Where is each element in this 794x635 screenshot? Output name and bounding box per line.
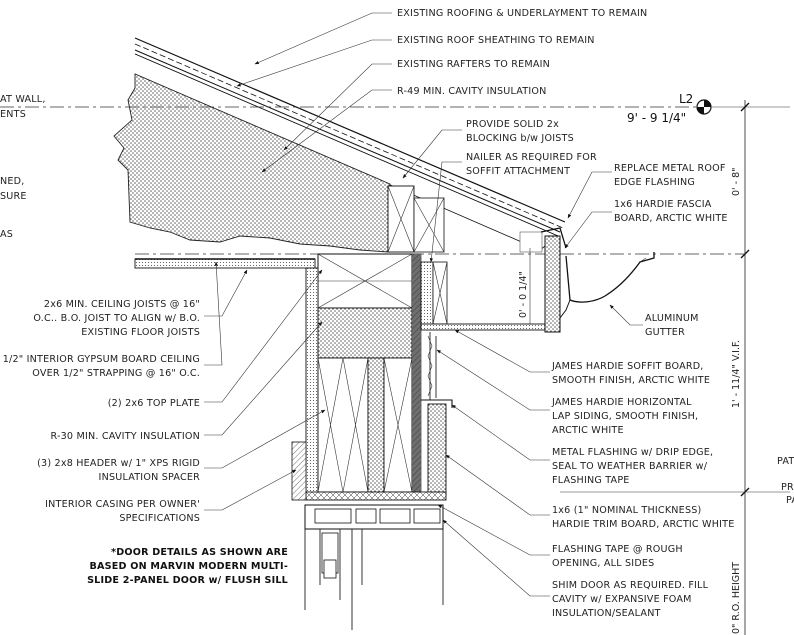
left-edge-label-5: AS	[0, 229, 13, 240]
callout-joists-2: O.C.. B.O. JOIST TO ALIGN w/ B.O.	[33, 313, 200, 324]
callout-fascia-1: 1x6 HARDIE FASCIA	[614, 199, 712, 210]
callout-header-2: INSULATION SPACER	[99, 472, 201, 483]
callout-tape-1: FLASHING TAPE @ ROUGH	[552, 544, 683, 555]
callout-top-plate: (2) 2x6 TOP PLATE	[108, 398, 200, 409]
roof-assembly	[113, 37, 566, 253]
level-tag: L2	[679, 92, 693, 106]
callout-metal-flashing-3: FLASHING TAPE	[552, 475, 630, 486]
callout-flashing-2: EDGE FLASHING	[614, 177, 695, 188]
dim-middle: 1' - 11/4" V.I.F.	[731, 340, 742, 408]
callout-soffit-2: SMOOTH FINISH, ARCTIC WHITE	[552, 375, 710, 386]
callout-metal-flashing-2: SEAL TO WEATHER BARRIER w/	[552, 461, 708, 472]
callout-trim-2: HARDIE TRIM BOARD, ARCTIC WHITE	[552, 519, 735, 530]
callout-blocking-1: PROVIDE SOLID 2x	[466, 119, 559, 130]
right-edge-label-2: PR	[781, 482, 794, 493]
right-edge-label-3: PA	[786, 495, 794, 506]
leader-lines	[204, 12, 643, 597]
callout-rafters: EXISTING RAFTERS TO REMAIN	[397, 59, 550, 70]
left-edge-label-4: SURE	[0, 191, 27, 202]
callout-gypsum-1: 1/2" INTERIOR GYPSUM BOARD CEILING	[3, 354, 200, 365]
callout-siding-3: ARCTIC WHITE	[552, 425, 624, 436]
door-note-3: SLIDE 2-PANEL DOOR w/ FLUSH SILL	[87, 575, 288, 586]
door-head-detail	[304, 504, 444, 630]
dim-bottom: 0" R.O. HEIGHT	[731, 562, 742, 634]
gypsum-ceiling	[134, 258, 316, 269]
wall-header-assembly	[291, 253, 548, 501]
callout-siding-1: JAMES HARDIE HORIZONTAL	[551, 397, 692, 408]
left-edge-label-1: AT WALL,	[0, 94, 46, 105]
callout-shim-2: CAVITY w/ EXPANSIVE FOAM	[552, 594, 692, 605]
callout-siding-2: LAP SIDING, SMOOTH FINISH,	[552, 411, 698, 422]
callout-shim-3: INSULATION/SEALANT	[552, 608, 661, 619]
door-note-1: *DOOR DETAILS AS SHOWN ARE	[111, 547, 288, 558]
level-elevation: 9' - 9 1/4"	[627, 111, 686, 125]
callout-header-1: (3) 2x8 HEADER w/ 1" XPS RIGID	[37, 458, 200, 469]
callout-gutter-2: GUTTER	[645, 327, 685, 338]
callout-r49: R-49 MIN. CAVITY INSULATION	[397, 86, 547, 97]
callout-blocking-2: BLOCKING b/w JOISTS	[466, 133, 574, 144]
callout-sheathing: EXISTING ROOF SHEATHING TO REMAIN	[397, 35, 595, 46]
callout-roofing: EXISTING ROOFING & UNDERLAYMENT TO REMAI…	[397, 8, 647, 19]
dimension-string	[529, 100, 790, 635]
dim-inner: 0' - 0 1/4"	[518, 271, 529, 318]
callout-flashing-1: REPLACE METAL ROOF	[614, 163, 726, 174]
right-edge-label-1: PAT	[777, 456, 794, 467]
callout-metal-flashing-1: METAL FLASHING w/ DRIP EDGE,	[552, 447, 713, 458]
callout-gutter-1: ALUMINUM	[645, 313, 699, 324]
callout-joists-3: EXISTING FLOOR JOISTS	[81, 327, 200, 338]
level-line-l2	[0, 99, 790, 115]
callout-trim-1: 1x6 (1" NOMINAL THICKNESS)	[552, 505, 701, 516]
dim-top: 0' - 8"	[731, 167, 742, 196]
door-note-2: BASED ON MARVIN MODERN MULTI-	[90, 561, 288, 572]
left-edge-label-2: ENTS	[0, 109, 26, 120]
callout-nailer-1: NAILER AS REQUIRED FOR	[466, 152, 597, 163]
callout-nailer-2: SOFFIT ATTACHMENT	[466, 166, 570, 177]
callout-gypsum-2: OVER 1/2" STRAPPING @ 16" O.C.	[32, 368, 200, 379]
fascia-gutter	[540, 227, 655, 333]
callout-shim-1: SHIM DOOR AS REQUIRED. FILL	[552, 580, 709, 591]
callout-joists-1: 2x6 MIN. CEILING JOISTS @ 16"	[44, 299, 200, 310]
callout-fascia-2: BOARD, ARCTIC WHITE	[614, 213, 728, 224]
callout-casing-2: SPECIFICATIONS	[119, 513, 200, 524]
callout-r30: R-30 MIN. CAVITY INSULATION	[50, 431, 200, 442]
callout-tape-2: OPENING, ALL SIDES	[552, 558, 654, 569]
callout-casing-1: INTERIOR CASING PER OWNER'	[45, 499, 200, 510]
callout-soffit-1: JAMES HARDIE SOFFIT BOARD,	[551, 361, 704, 372]
left-edge-label-3: NED,	[0, 176, 24, 187]
